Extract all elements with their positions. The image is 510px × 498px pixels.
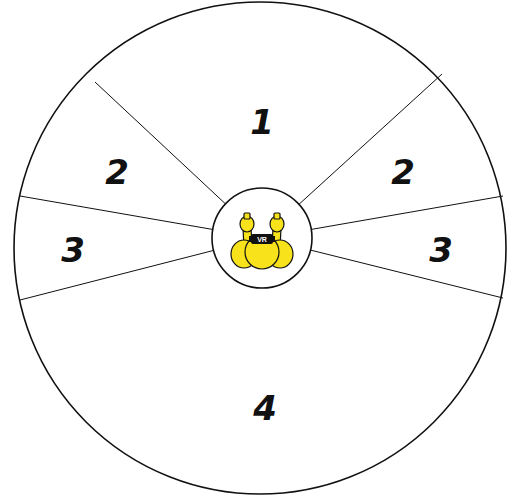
zone-number: 2 <box>105 155 129 189</box>
zone-number: 3 <box>61 233 85 267</box>
zone-number: 1 <box>250 105 274 139</box>
vr-headset <box>251 234 273 244</box>
zone-number: 3 <box>429 233 453 267</box>
head <box>245 235 279 269</box>
zone-number: 2 <box>391 155 415 189</box>
player-circle <box>212 188 312 288</box>
controller <box>274 213 280 219</box>
controller <box>244 213 250 219</box>
headset-strap <box>249 236 252 242</box>
zone-number: 4 <box>253 391 277 425</box>
headset-strap <box>272 236 275 242</box>
sector-lines <box>20 74 503 300</box>
headset-label: VR <box>257 236 267 243</box>
vr-player-figure <box>231 213 293 269</box>
outer-circle <box>14 2 506 494</box>
